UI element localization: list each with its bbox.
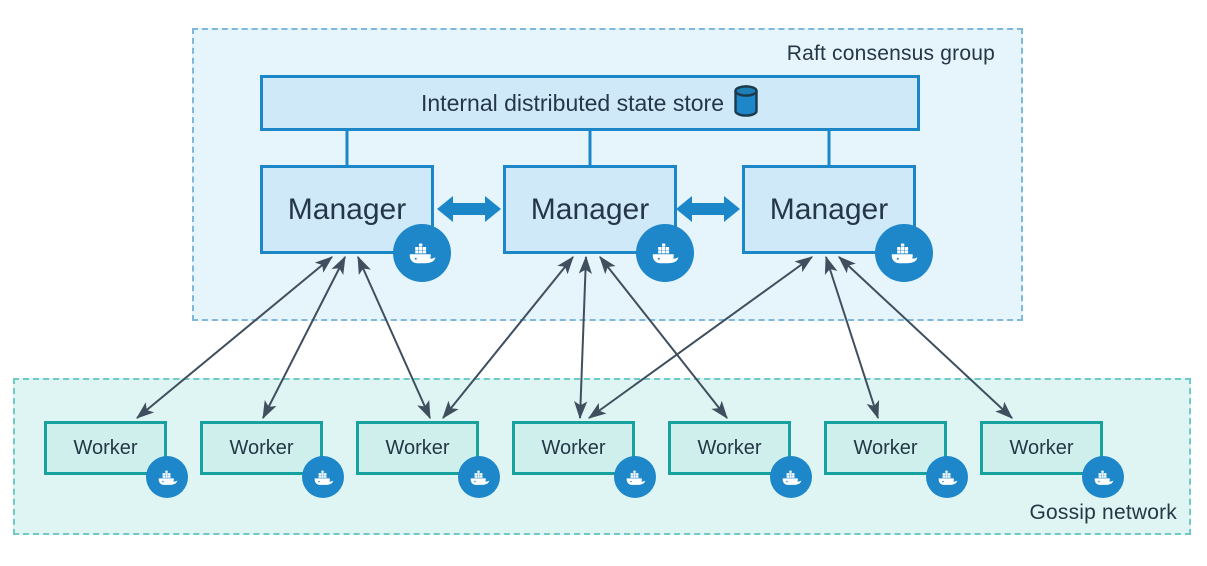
docker-whale-icon-worker-7 bbox=[1082, 456, 1124, 498]
worker-label: Worker bbox=[853, 436, 918, 459]
docker-whale-icon-worker-2 bbox=[302, 456, 344, 498]
docker-whale-icon-worker-4 bbox=[614, 456, 656, 498]
worker-label: Worker bbox=[385, 436, 450, 459]
internal-state-store-node[interactable]: Internal distributed state store bbox=[260, 75, 920, 131]
docker-whale-icon-manager-2 bbox=[636, 224, 694, 282]
raft-consensus-group-label: Raft consensus group bbox=[786, 42, 995, 65]
worker-node-6[interactable]: Worker bbox=[824, 421, 947, 475]
manager-label: Manager bbox=[287, 192, 407, 226]
worker-label: Worker bbox=[1009, 436, 1074, 459]
manager-node-2[interactable]: Manager bbox=[503, 165, 677, 254]
docker-whale-icon-worker-1 bbox=[146, 456, 188, 498]
worker-node-7[interactable]: Worker bbox=[980, 421, 1103, 475]
docker-whale-icon-manager-1 bbox=[393, 224, 451, 282]
worker-label: Worker bbox=[697, 436, 762, 459]
worker-label: Worker bbox=[73, 436, 138, 459]
manager-label: Manager bbox=[769, 192, 889, 226]
docker-whale-icon-worker-5 bbox=[770, 456, 812, 498]
docker-whale-icon-worker-3 bbox=[458, 456, 500, 498]
worker-node-1[interactable]: Worker bbox=[44, 421, 167, 475]
database-cylinder-icon bbox=[733, 84, 759, 122]
worker-node-4[interactable]: Worker bbox=[512, 421, 635, 475]
docker-whale-icon-manager-3 bbox=[875, 224, 933, 282]
worker-node-5[interactable]: Worker bbox=[668, 421, 791, 475]
gossip-network-label: Gossip network bbox=[1029, 501, 1177, 524]
state-store-label: Internal distributed state store bbox=[421, 89, 724, 116]
worker-node-3[interactable]: Worker bbox=[356, 421, 479, 475]
manager-label: Manager bbox=[530, 192, 650, 226]
worker-label: Worker bbox=[541, 436, 606, 459]
worker-node-2[interactable]: Worker bbox=[200, 421, 323, 475]
docker-whale-icon-worker-6 bbox=[926, 456, 968, 498]
worker-label: Worker bbox=[229, 436, 294, 459]
